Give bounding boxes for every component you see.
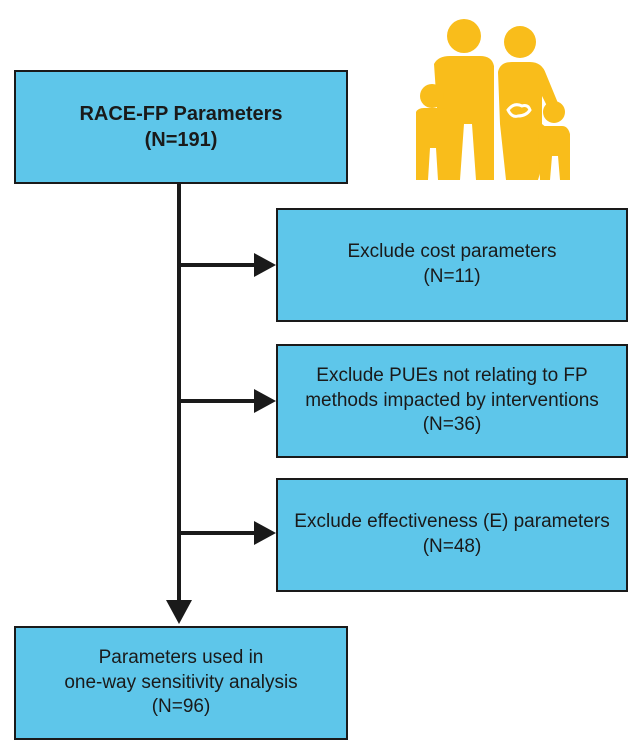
exclude-effectiveness-node: Exclude effectiveness (E) parameters (N=… [276,478,628,592]
exclude-cost-label: Exclude cost parameters [347,241,557,263]
start-node: RACE-FP Parameters (N=191) [14,70,348,184]
arrowhead-pues [254,389,276,413]
arrowhead-result [166,600,192,624]
exclude-cost-node: Exclude cost parameters (N=11) [276,208,628,322]
start-node-count: (N=191) [144,129,218,151]
result-node: Parameters used in one-way sensitivity a… [14,626,348,740]
exclude-pues-node: Exclude PUEs not relating to FP methods … [276,344,628,458]
exclude-pues-label-line2: methods impacted by interventions [305,389,599,411]
result-count: (N=96) [151,696,211,718]
exclude-effectiveness-count: (N=48) [422,536,482,557]
arrowhead-effectiveness [254,521,276,545]
exclude-cost-count: (N=11) [423,266,481,287]
start-node-title: RACE-FP Parameters [79,103,283,125]
exclude-pues-label-line1: Exclude PUEs not relating to FP [316,364,588,386]
result-label-line2: one-way sensitivity analysis [64,671,298,693]
exclude-pues-count: (N=36) [422,414,482,436]
arrowhead-cost [254,253,276,277]
result-label-line1: Parameters used in [98,646,264,668]
family-icon [416,19,570,180]
exclude-effectiveness-label: Exclude effectiveness (E) parameters [294,511,610,533]
